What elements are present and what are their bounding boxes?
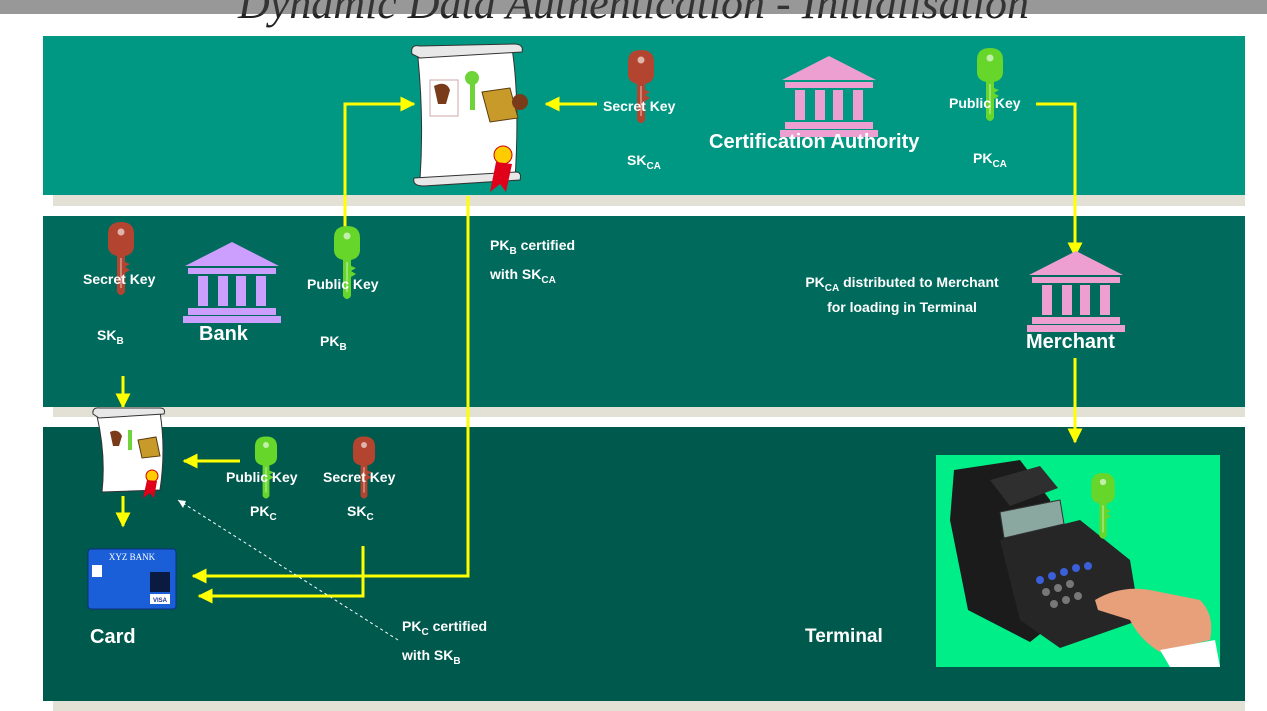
ca-org-label: Certification Authority [709, 131, 920, 153]
terminal-image [936, 455, 1220, 667]
ca-sk-label: SKCA [627, 152, 661, 172]
arrow-card-sk-to-card [197, 546, 365, 604]
terminal-label: Terminal [805, 626, 883, 647]
flow-arrows [115, 96, 1083, 604]
bank-sk-label: SKB [97, 327, 124, 347]
card-sk-label: SKC [347, 503, 374, 523]
card-pk-label: PKC [250, 503, 277, 523]
merchant-distribution-note: PKCA distributed to Merchant for loading… [805, 274, 999, 315]
arrow-bank-pk-to-cert [343, 96, 416, 228]
ca-public-key-label: Public Key [949, 95, 1021, 111]
card-public-key-label: Public Key [226, 469, 298, 485]
bank-building-icon [183, 242, 281, 323]
card-label: Card [90, 626, 136, 648]
band-shadow-bank [53, 407, 1245, 417]
bank-certified-note: PKB certified with SKCA [490, 237, 576, 286]
header-rule [0, 0, 1267, 14]
card-certified-note: PKC certified with SKB [402, 618, 488, 667]
card-certificate-scroll-icon [92, 407, 165, 498]
ca-secret-key-label: Secret Key [603, 98, 676, 114]
bank-pk-label: PKB [320, 333, 347, 353]
certificate-scroll-icon [411, 43, 528, 192]
dashed-pkc-certified [177, 499, 399, 641]
bank-card-image: XYZ BANK VISA [87, 548, 177, 610]
bank-org-label: Bank [199, 323, 248, 345]
ca-pk-label: PKCA [973, 150, 1007, 170]
ca-building-icon [780, 56, 878, 137]
merchant-building-icon [1027, 251, 1125, 332]
bank-card-name: XYZ BANK [109, 552, 156, 562]
arrow-cert-to-card [191, 196, 470, 584]
band-shadow-card [53, 701, 1245, 711]
card-secret-key-label: Secret Key [323, 469, 396, 485]
merchant-org-label: Merchant [1026, 331, 1115, 353]
card-public-key-icon [254, 436, 278, 499]
arrow-ca-pk-to-merchant [1036, 102, 1083, 258]
bank-public-key-label: Public Key [307, 276, 379, 292]
bank-card-type: VISA [153, 598, 168, 604]
band-shadow-ca [53, 195, 1245, 206]
bank-secret-key-label: Secret Key [83, 271, 156, 287]
card-secret-key-icon [352, 436, 376, 499]
